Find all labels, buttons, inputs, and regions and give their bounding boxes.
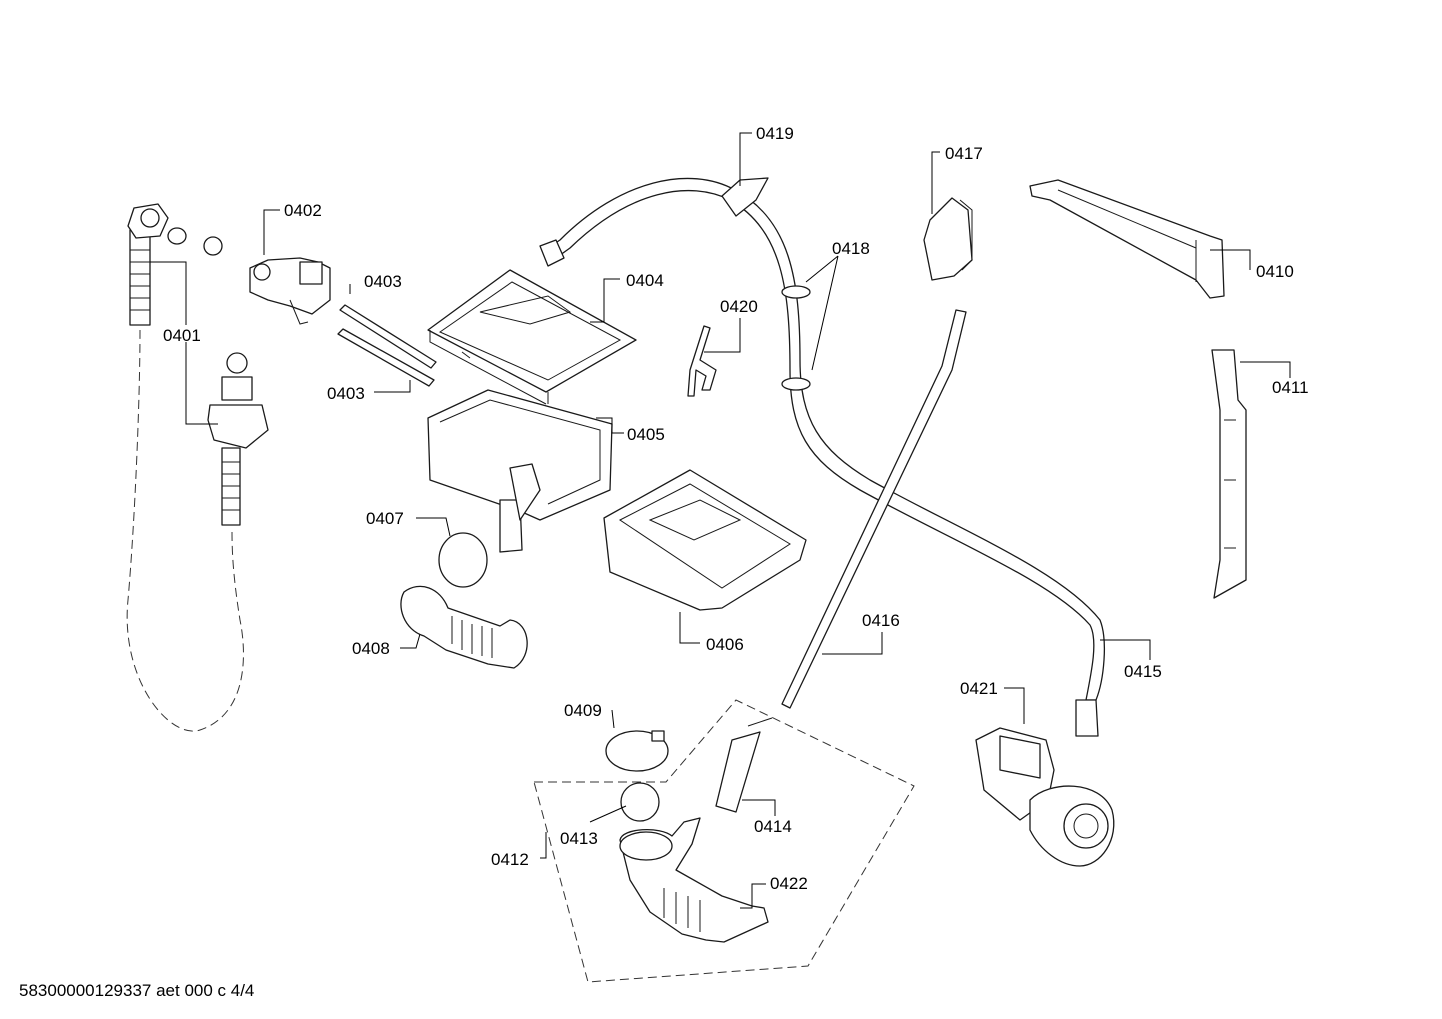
part-0407-seal-ring	[438, 532, 488, 588]
part-0406-detergent-drawer	[603, 469, 807, 611]
part-0413-ball	[620, 782, 660, 822]
label-0418: 0418	[832, 239, 870, 258]
label-0407: 0407	[366, 509, 404, 528]
label-0411: 0411	[1272, 378, 1309, 397]
label-0410: 0410	[1256, 262, 1294, 281]
part-0403-tubes	[337, 304, 437, 387]
label-0419: 0419	[756, 124, 794, 143]
part-0420-clip	[687, 325, 717, 397]
part-0411-rail	[1211, 349, 1247, 599]
part-0404-dispenser-lid	[427, 269, 637, 405]
label-0408: 0408	[352, 639, 390, 658]
label-0414: 0414	[754, 817, 792, 836]
part-0410-bracket	[1029, 179, 1225, 299]
label-0415: 0415	[1124, 662, 1162, 681]
part-0415-drain-hose	[539, 177, 1106, 737]
label-0413: 0413	[560, 829, 598, 848]
label-0420: 0420	[720, 297, 758, 316]
label-0401: 0401	[163, 326, 201, 345]
part-0402-inlet-valve	[249, 257, 331, 325]
part-labels: 0401 0402 0403 0403 0404 0405 0406 0407 …	[163, 124, 1309, 893]
label-0403-bottom: 0403	[327, 384, 365, 403]
label-0402: 0402	[284, 201, 322, 220]
document-id-footer: 58300000129337 aet 000 c 4/4	[19, 981, 255, 1000]
label-0421: 0421	[960, 679, 998, 698]
part-0405-dispenser-housing	[427, 389, 613, 553]
label-0416: 0416	[862, 611, 900, 630]
part-0408-bellows-hose	[400, 585, 528, 669]
part-0412-sump-group-outline	[533, 699, 915, 983]
label-0412: 0412	[491, 850, 529, 869]
part-0421-drain-pump	[975, 727, 1115, 867]
part-0417-pressure-switch	[923, 197, 973, 281]
label-0403-top: 0403	[364, 272, 402, 291]
leader-lines	[150, 132, 1291, 909]
part-0409-clamp-ring	[605, 730, 669, 772]
label-0417: 0417	[945, 144, 983, 163]
label-0409: 0409	[564, 701, 602, 720]
label-0406: 0406	[706, 635, 744, 654]
part-0416-vent-tube	[781, 309, 967, 709]
label-0422: 0422	[770, 874, 808, 893]
part-0414-sensor	[715, 717, 773, 813]
part-0422-sump-hose	[619, 817, 769, 943]
part-0401-inlet-hose	[126, 203, 269, 732]
label-0405: 0405	[627, 425, 665, 444]
label-0404: 0404	[626, 271, 664, 290]
